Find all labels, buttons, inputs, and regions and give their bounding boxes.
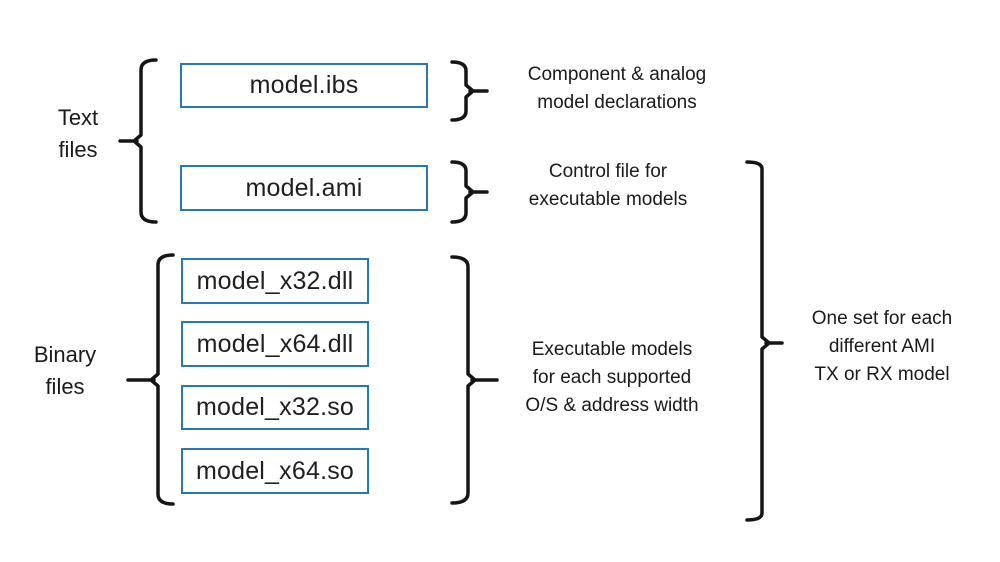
ibs-annotation: Component & analog model declarations [527, 64, 707, 113]
file-box-model-x32-dll: model_x32.dll [181, 258, 369, 304]
binary-annotation: Executable models for each supported O/S… [525, 339, 699, 416]
ami-annotation: Control file for executable models [528, 161, 688, 210]
file-box-model-ibs: model.ibs [180, 63, 428, 108]
model-ami-right-brace [450, 160, 489, 224]
text-files-left-brace [118, 58, 158, 224]
file-box-model-x32-so: model_x32.so [181, 385, 369, 430]
file-box-model-ami: model.ami [180, 165, 428, 211]
file-box-model-x64-dll: model_x64.dll [181, 321, 369, 367]
binary-files-left-brace [126, 253, 175, 506]
binary-files-label: Binary files [33, 342, 97, 399]
model-ibs-right-brace [450, 60, 489, 122]
file-box-model-x64-so: model_x64.so [181, 448, 369, 494]
overall-set-right-brace [745, 160, 784, 522]
binary-group-right-brace [450, 255, 499, 505]
overall-set-annotation: One set for each different AMI TX or RX … [811, 308, 953, 385]
text-files-label: Text files [57, 105, 99, 162]
